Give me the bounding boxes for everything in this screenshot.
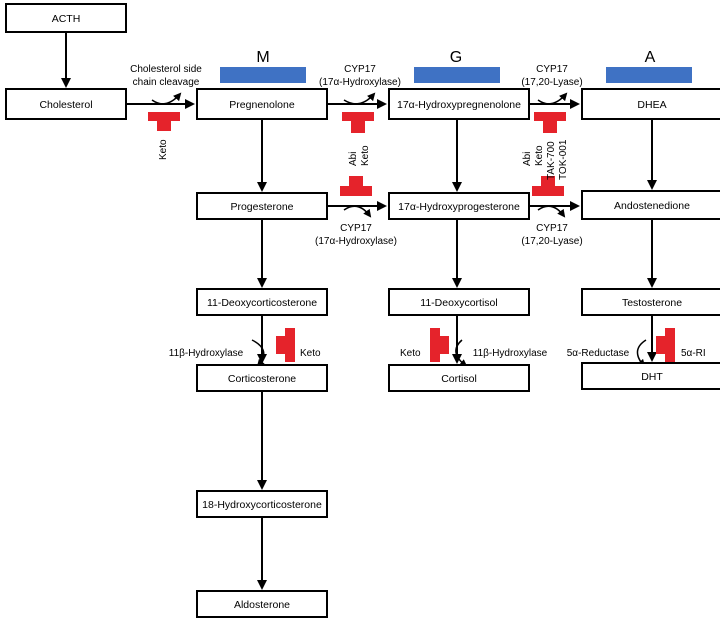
node-dhea: DHEA bbox=[637, 99, 666, 111]
node-labels: ACTH Cholesterol Pregnenolone 17α-Hydrox… bbox=[39, 13, 690, 611]
enzyme-11b-hydroxylase-left: 11β-Hydroxylase bbox=[169, 348, 244, 359]
node-deoxycorticosterone: 11-Deoxycorticosterone bbox=[207, 297, 317, 309]
phase-bars bbox=[220, 67, 692, 83]
enzyme-curved-arrows bbox=[151, 92, 647, 368]
inhibitor-keto-11b-left: Keto bbox=[300, 348, 321, 359]
enzyme-cyp17-lyase-bottom-line1: CYP17 bbox=[536, 223, 568, 234]
curved-arrow-11b-left bbox=[251, 339, 265, 368]
node-boxes bbox=[5, 3, 720, 618]
inhibitor-keto-11b-right: Keto bbox=[400, 348, 421, 359]
inhibitor-tak700-lyase: TAK-700 bbox=[546, 141, 557, 180]
phase-bar-g bbox=[414, 67, 500, 83]
phase-header-g: G bbox=[450, 49, 462, 66]
node-cholesterol: Cholesterol bbox=[39, 99, 92, 111]
enzyme-cyp17-lyase-top-line1: CYP17 bbox=[536, 64, 568, 75]
inhibitor-tok001-lyase: TOK-001 bbox=[558, 139, 569, 180]
node-hydroxyprogesterone: 17α-Hydroxyprogesterone bbox=[398, 201, 520, 213]
inhibitor-keto-lyase: Keto bbox=[534, 145, 545, 166]
curved-arrow-11b-right bbox=[455, 339, 468, 368]
phase-bar-a bbox=[606, 67, 692, 83]
inhibitor-block-keto-cholesterol bbox=[148, 112, 180, 131]
node-testosterone: Testosterone bbox=[622, 297, 682, 309]
node-cortisol: Cortisol bbox=[441, 373, 477, 385]
enzyme-cyp17-lyase-bottom-line2: (17,20-Lyase) bbox=[521, 236, 582, 247]
node-androstenedione: Andostenedione bbox=[614, 200, 690, 212]
enzyme-side-chain-line2: chain cleavage bbox=[133, 77, 200, 88]
node-box-dht bbox=[581, 362, 720, 390]
node-box-deoxycorticosterone bbox=[196, 288, 328, 316]
node-box-corticosterone bbox=[196, 364, 328, 392]
inhibitor-block-abi-lyase-bottom bbox=[532, 176, 564, 196]
inhibitor-block-abi-keto-hydroxylase-top bbox=[342, 112, 374, 133]
enzyme-cyp17-hydroxylase-bottom-line2: (17α-Hydroxylase) bbox=[315, 236, 397, 247]
curved-arrow-cyp17-hydroxylase-bottom bbox=[343, 205, 372, 218]
phase-headers: M G A bbox=[256, 49, 655, 66]
inhibitor-keto-hydroxylase: Keto bbox=[360, 145, 371, 166]
inhibitor-labels: Keto Abi Keto Abi Keto TAK-700 TOK-001 K… bbox=[158, 139, 706, 359]
enzyme-cyp17-hydroxylase-bottom-line1: CYP17 bbox=[340, 223, 372, 234]
enzyme-cyp17-hydroxylase-top-line2: (17α-Hydroxylase) bbox=[319, 77, 401, 88]
node-box-dhea bbox=[581, 88, 720, 120]
enzyme-cyp17-hydroxylase-top-line1: CYP17 bbox=[344, 64, 376, 75]
node-box-hydroxycorticosterone bbox=[196, 490, 328, 518]
node-box-cortisol bbox=[388, 364, 530, 392]
inhibitor-block-5a-ri bbox=[656, 328, 675, 362]
node-box-androstenedione bbox=[581, 190, 720, 220]
inhibitor-5a-ri: 5α-RI bbox=[681, 348, 706, 359]
inhibitor-block-abi-lyase-top bbox=[534, 112, 566, 133]
node-acth: ACTH bbox=[52, 13, 81, 25]
curved-arrow-side-chain bbox=[151, 92, 182, 105]
inhibitor-blocks bbox=[148, 112, 675, 362]
enzyme-11b-hydroxylase-right: 11β-Hydroxylase bbox=[473, 348, 548, 359]
inhibitor-block-keto-11b-right bbox=[430, 328, 449, 362]
enzyme-labels: Cholesterol side chain cleavage CYP17 (1… bbox=[130, 64, 630, 359]
node-hydroxycorticosterone: 18-Hydroxycorticosterone bbox=[202, 499, 322, 511]
node-box-progesterone bbox=[196, 192, 328, 220]
node-progesterone: Progesterone bbox=[230, 201, 293, 213]
node-corticosterone: Corticosterone bbox=[228, 373, 296, 385]
node-deoxycortisol: 11-Deoxycortisol bbox=[420, 297, 497, 309]
inhibitor-abi-lyase: Abi bbox=[522, 152, 533, 166]
enzyme-cyp17-lyase-top-line2: (17,20-Lyase) bbox=[521, 77, 582, 88]
node-box-cholesterol bbox=[5, 88, 127, 120]
node-box-aldosterone bbox=[196, 590, 328, 618]
enzyme-side-chain-line1: Cholesterol side bbox=[130, 64, 202, 75]
node-hydroxypregnenolone: 17α-Hydroxypregnenolone bbox=[397, 99, 521, 111]
curved-arrow-cyp17-hydroxylase-top bbox=[343, 92, 376, 105]
phase-header-m: M bbox=[256, 49, 269, 66]
node-box-hydroxyprogesterone bbox=[388, 192, 530, 220]
node-box-acth bbox=[5, 3, 127, 33]
phase-header-a: A bbox=[645, 49, 656, 66]
enzyme-5a-reductase: 5α-Reductase bbox=[567, 348, 630, 359]
node-box-deoxycortisol bbox=[388, 288, 530, 316]
node-box-hydroxypregnenolone bbox=[388, 88, 530, 120]
node-aldosterone: Aldosterone bbox=[234, 599, 290, 611]
inhibitor-abi-hydroxylase: Abi bbox=[348, 152, 359, 166]
node-box-testosterone bbox=[581, 288, 720, 316]
inhibitor-block-abi-keto-hydroxylase-bottom bbox=[340, 176, 372, 196]
inhibitor-keto-cholesterol: Keto bbox=[158, 139, 169, 160]
node-box-pregnenolone bbox=[196, 88, 328, 120]
curved-arrow-cyp17-lyase-top bbox=[537, 92, 568, 105]
node-pregnenolone: Pregnenolone bbox=[229, 99, 295, 111]
node-dht: DHT bbox=[641, 371, 663, 383]
curved-arrow-cyp17-lyase-bottom bbox=[537, 205, 566, 218]
inhibitor-block-keto-11b-left bbox=[276, 328, 295, 362]
phase-bar-m bbox=[220, 67, 306, 83]
